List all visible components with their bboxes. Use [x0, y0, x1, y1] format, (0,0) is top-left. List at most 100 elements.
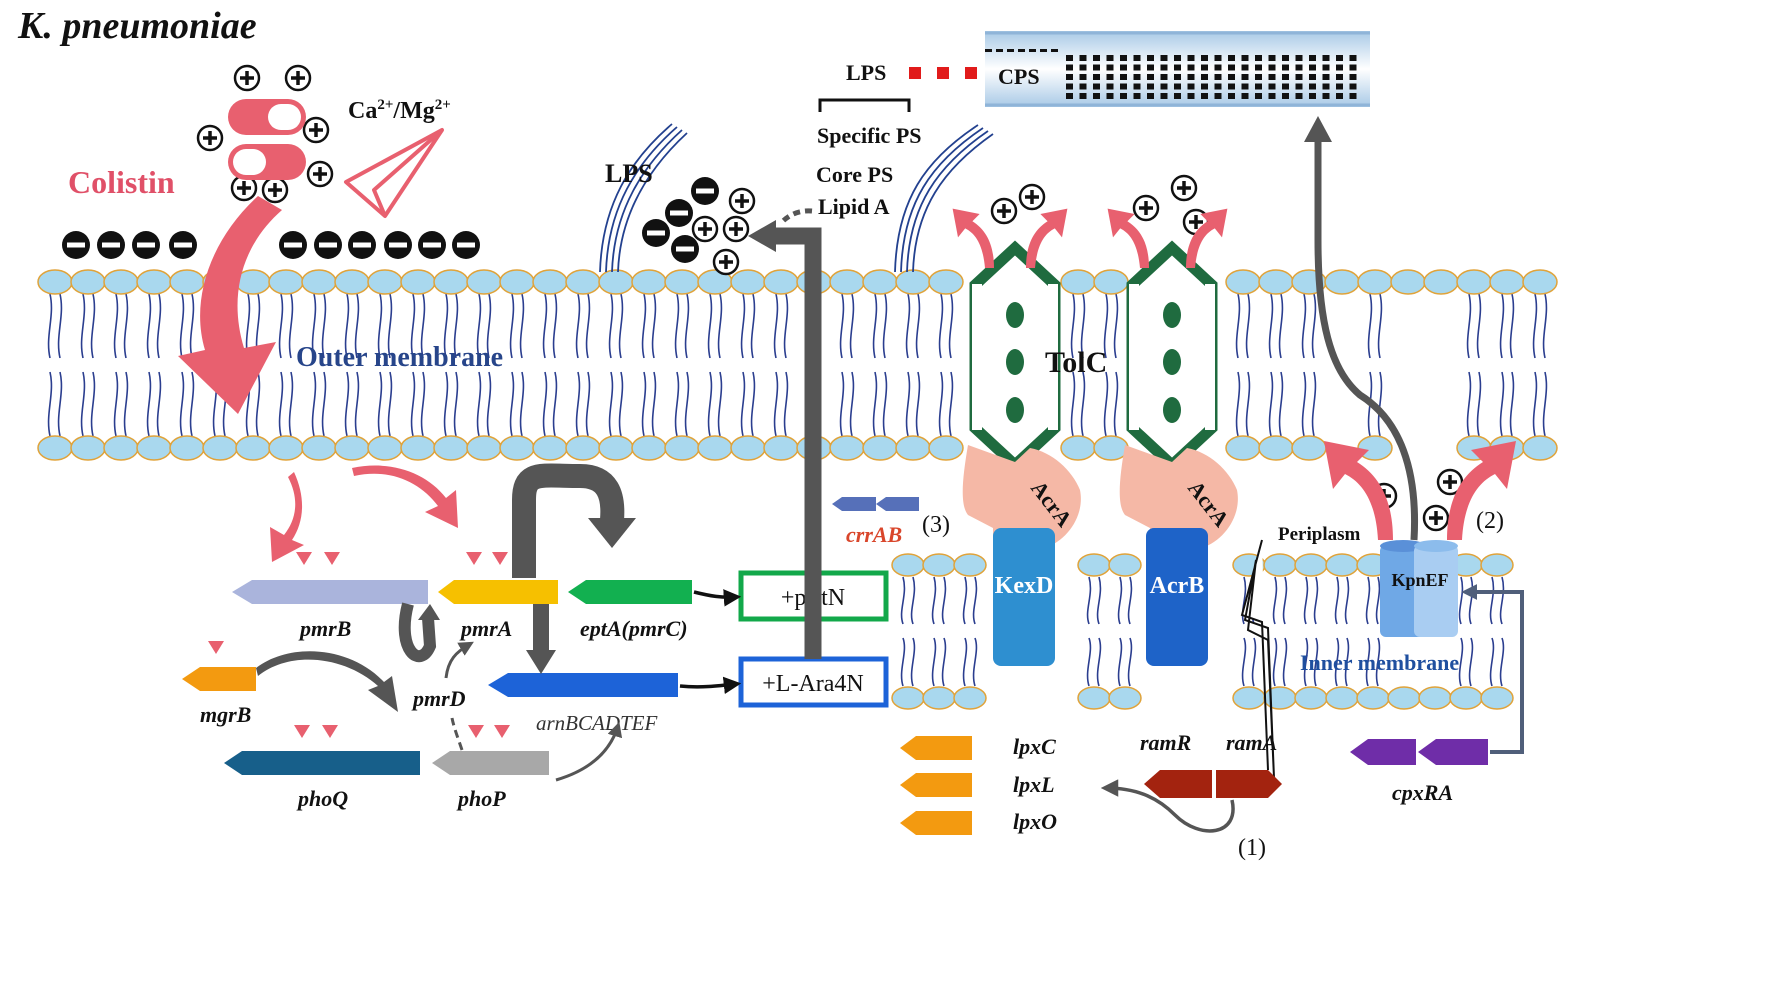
svg-text:pmrB: pmrB: [298, 616, 351, 641]
lipid-head: [1108, 686, 1142, 710]
cps-dot: [1336, 55, 1343, 61]
lps-label-left: LPS: [605, 159, 653, 188]
lipid-tail: [618, 293, 624, 437]
lipid-tail: [910, 576, 916, 687]
lps-strands-left: [599, 123, 688, 273]
colistin-pills: [228, 99, 306, 180]
lipid-tail: [1282, 576, 1288, 687]
cps-dot: [1241, 74, 1249, 80]
lipid-head: [829, 269, 865, 295]
lipid-head: [268, 435, 304, 461]
gene-lpxO: lpxO: [900, 809, 1057, 835]
lipid-head: [37, 269, 73, 295]
acra-left: AcrA: [962, 445, 1081, 548]
efflux-arrow: [1186, 208, 1228, 268]
gene-lpxC: lpxC: [900, 734, 1056, 760]
lipid-tail: [509, 293, 515, 437]
lipid-head: [1489, 269, 1525, 295]
lipid-tail: [552, 293, 558, 437]
figure-title: K. pneumoniae: [17, 5, 257, 47]
lipid-head: [1258, 435, 1294, 461]
cps-dash: [1018, 49, 1025, 52]
mechanism-1: (1): [1238, 835, 1266, 861]
cps-dot: [1079, 74, 1087, 80]
positive-charge-icon: [722, 215, 750, 243]
lipid-head: [1093, 269, 1129, 295]
cps-dot: [1349, 64, 1357, 71]
lipid-head: [103, 269, 139, 295]
lipid-tail: [443, 293, 449, 437]
ram-to-lpx-arrow: [1100, 779, 1235, 833]
cps-dot: [1093, 83, 1100, 90]
lipid-tail: [1509, 293, 1515, 437]
cps-dot: [1187, 74, 1195, 80]
cps-dot: [1106, 55, 1114, 61]
svg-text:crrAB: crrAB: [846, 522, 902, 547]
lipid-tail: [1458, 576, 1464, 687]
lipid-tail: [740, 293, 746, 437]
lipid-tail: [941, 576, 947, 687]
cps-dot: [1309, 93, 1316, 99]
lipid-head: [235, 435, 271, 461]
lipid-tail: [1377, 293, 1383, 437]
lps-structure-label: LPS: [846, 60, 886, 85]
lipid-tail: [311, 293, 317, 437]
lipid-tail: [1365, 576, 1371, 687]
cps-dot: [1255, 74, 1262, 80]
cps-dot: [1120, 83, 1127, 90]
lipid-head: [631, 269, 667, 295]
lipid-tail: [80, 293, 86, 437]
lipid-head: [598, 269, 634, 295]
capsule-band: CPS: [985, 31, 1370, 107]
cps-dot: [1255, 64, 1262, 71]
cps-dot: [1174, 93, 1181, 99]
cpxRA-to-kpnef-arrow: [1461, 584, 1524, 754]
colistin-pill-bottom: [228, 144, 306, 180]
cps-dash: [996, 49, 1003, 52]
svg-text:cpxRA: cpxRA: [1392, 780, 1453, 805]
colistin-entry-arrow: [178, 196, 282, 414]
negative-charge-icon: [348, 231, 376, 259]
cps-dot: [1268, 55, 1276, 61]
lipid-head: [953, 686, 987, 710]
negative-charge-icon: [418, 231, 446, 259]
lipid-tail: [1466, 293, 1472, 437]
lipid-head: [895, 269, 931, 295]
lipid-tail: [608, 293, 614, 437]
lipid-tail: [57, 293, 63, 437]
cps-dot: [1268, 64, 1276, 71]
lipid-tail: [420, 293, 426, 437]
mechanism-2: (2): [1476, 508, 1504, 534]
cps-dot: [1241, 55, 1249, 61]
inner-membrane-bottom-heads: [891, 686, 1514, 710]
lipid-tail: [872, 293, 878, 437]
lipid-tail: [1301, 293, 1307, 437]
lipid-tail: [1313, 576, 1319, 687]
lipid-head: [1423, 269, 1459, 295]
lipid-tail: [1272, 576, 1278, 687]
lipid-head: [891, 686, 925, 710]
cps-dot: [1201, 55, 1208, 61]
cps-dot: [1174, 64, 1181, 71]
cps-dot: [1066, 83, 1073, 90]
lipid-head: [1387, 686, 1421, 710]
lipid-head: [367, 269, 403, 295]
lipid-tail: [278, 293, 284, 437]
lipid-tail: [1278, 293, 1284, 437]
outer-membrane-bottom-heads: [37, 435, 1558, 461]
cps-dot: [1160, 55, 1168, 61]
lipid-tail: [773, 293, 779, 437]
svg-text:phoQ: phoQ: [296, 786, 348, 811]
positive-charge-icon: [302, 116, 330, 144]
lipid-head: [565, 435, 601, 461]
lipid-head: [103, 435, 139, 461]
lipid-head: [1357, 435, 1393, 461]
cps-dot: [1322, 93, 1330, 99]
svg-text:KexD: KexD: [995, 573, 1054, 599]
specific-ps-label: Specific PS: [817, 123, 922, 148]
cps-dot: [1282, 74, 1289, 80]
cps-dot: [1093, 64, 1100, 71]
negative-charge-icon: [169, 231, 197, 259]
lipid-tail: [1235, 293, 1241, 437]
lipid-head: [953, 553, 987, 577]
